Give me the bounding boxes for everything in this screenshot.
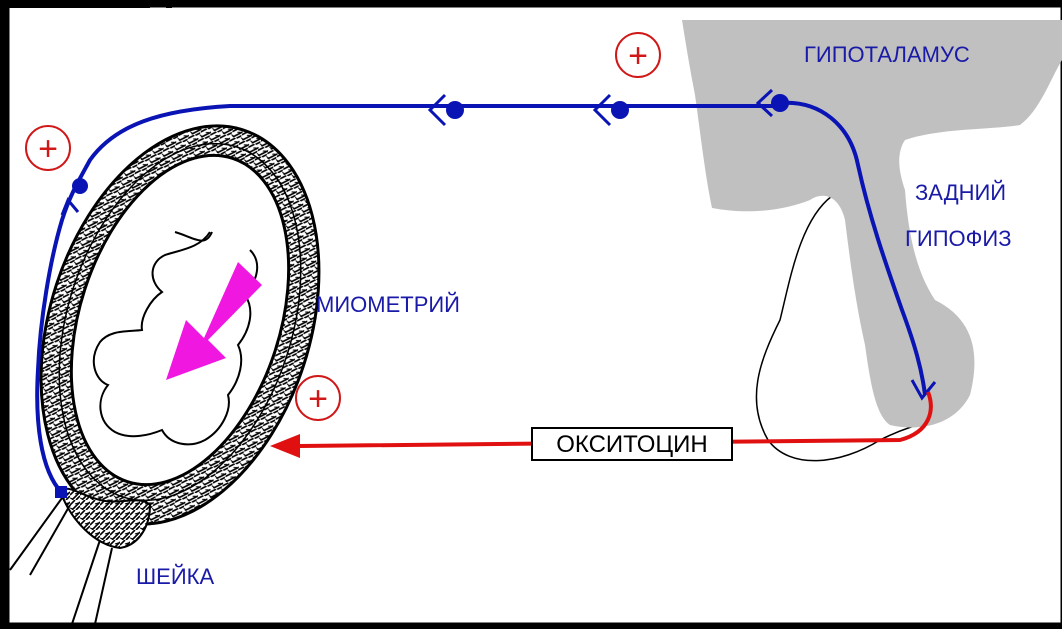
plus-sign-left: + [26,126,70,170]
plus-sign-bottom: + [296,376,340,420]
top-bar [0,0,150,8]
posterior-label-line2: ГИПОФИЗ [905,226,1011,251]
synapse-dot-left [72,178,88,194]
top-bar-notch [166,0,172,8]
plus-sign-top-text: + [628,37,648,75]
cervix-label: ШЕЙКА [136,564,214,589]
plus-sign-top: + [616,33,660,77]
posterior-label-line1: ЗАДНИЙ [915,180,1006,205]
receptor-terminal [55,486,67,498]
myometrium-label: МИОМЕТРИЙ [316,292,460,317]
synapse-dot-1 [446,101,464,119]
synapse-dot-2 [611,101,629,119]
plus-sign-left-text: + [38,130,58,168]
oxytocin-label: ОКСИТОЦИН [556,431,708,458]
left-border [0,0,9,624]
synapse-dot-3 [771,94,789,112]
plus-sign-bottom-text: + [308,380,328,418]
hypothalamus-label: ГИПОТАЛАМУС [804,42,970,67]
